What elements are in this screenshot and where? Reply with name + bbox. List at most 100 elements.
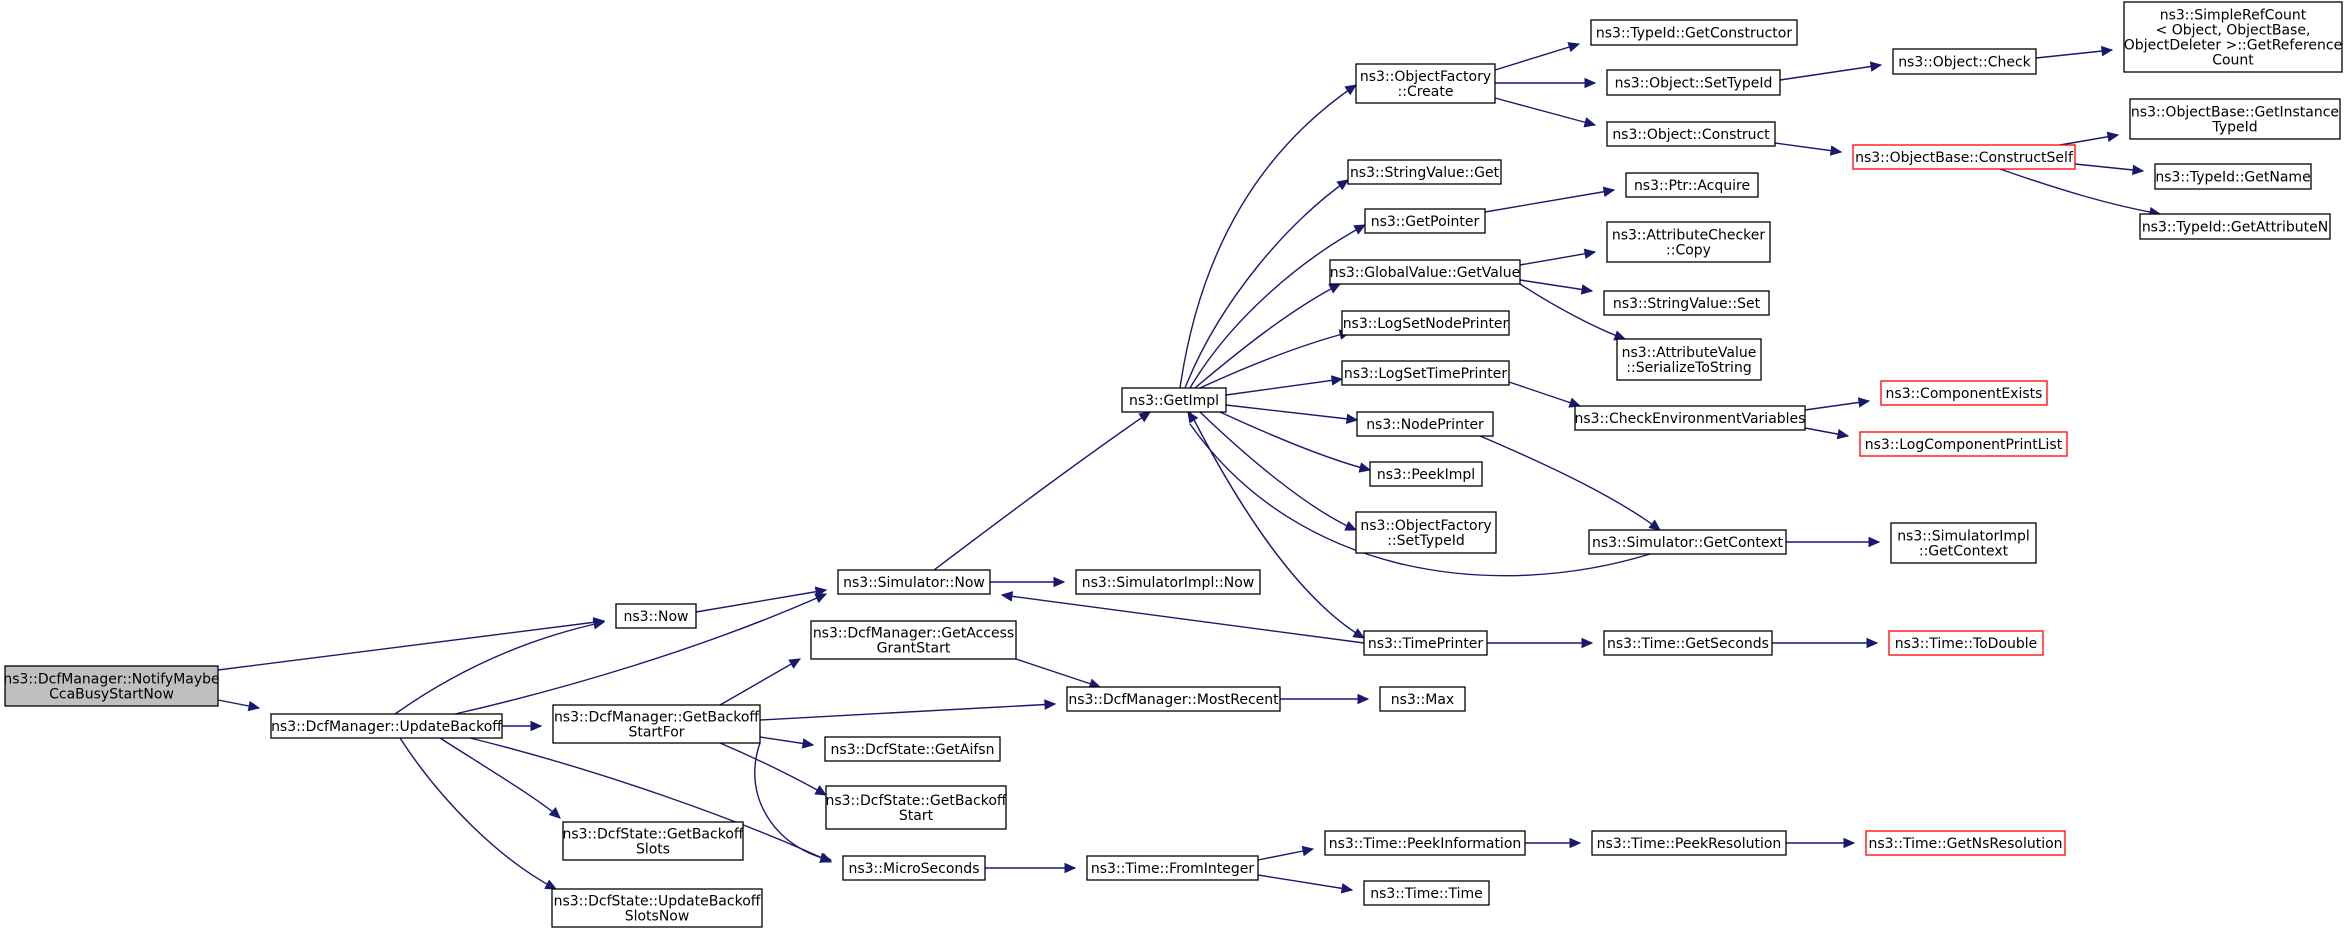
function-node-objfactcreate[interactable]: ns3::ObjectFactory::Create [1355, 63, 1496, 104]
function-node-nodeprinter[interactable]: ns3::NodePrinter [1356, 411, 1494, 437]
call-edge-updatebackoff-to-getbackoffslots [439, 737, 561, 819]
function-node-objcheck[interactable]: ns3::Object::Check [1892, 48, 2037, 75]
function-node-timegetseconds[interactable]: ns3::Time::GetSeconds [1603, 630, 1773, 656]
function-node-objsettypeid[interactable]: ns3::Object::SetTypeId [1606, 69, 1781, 96]
function-node-simplerefcount[interactable]: ns3::SimpleRefCount< Object, ObjectBase,… [2123, 1, 2343, 73]
function-node-typegetattrn[interactable]: ns3::TypeId::GetAttributeN [2139, 213, 2331, 240]
function-node-timetime[interactable]: ns3::Time::Time [1363, 880, 1490, 906]
function-node-gvgetvalue[interactable]: ns3::GlobalValue::GetValue [1329, 259, 1521, 285]
call-edge-objbaseconstruct-to-typegetname [2074, 163, 2145, 176]
edge-line [399, 737, 557, 890]
call-edge-getbackoffstartfor-to-getaccessgrant [719, 658, 802, 706]
edge-line [1494, 97, 1596, 126]
call-edge-getimpl-to-getpointer [1189, 224, 1367, 389]
call-edge-now-to-simnow [695, 586, 828, 613]
function-node-strvalget[interactable]: ns3::StringValue::Get [1347, 159, 1502, 185]
node-label-line: ns3::Object::SetTypeId [1615, 76, 1773, 92]
edge-line [1999, 168, 2161, 215]
node-label-line: ns3::Time::FromInteger [1091, 861, 1254, 877]
node-box [1590, 19, 1798, 46]
node-box [842, 855, 986, 881]
function-node-logsettime[interactable]: ns3::LogSetTimePrinter [1341, 360, 1510, 386]
function-node-objconstruct[interactable]: ns3::Object::Construct [1606, 121, 1776, 147]
node-label-line: ::SetTypeId [1387, 533, 1465, 549]
call-edge-updatebackoff-to-now [394, 619, 606, 715]
function-node-simimplnow[interactable]: ns3::SimulatorImpl::Now [1075, 569, 1261, 595]
arrowhead [1648, 519, 1661, 531]
arrowhead [1330, 375, 1344, 386]
node-box [1591, 830, 1787, 856]
node-label-line: ns3::SimpleRefCount [2160, 8, 2307, 24]
node-label-line: ns3::MicroSeconds [848, 861, 979, 877]
function-node-getimpl[interactable]: ns3::GetImpl [1121, 387, 1227, 413]
function-node-objfactsettype[interactable]: ns3::ObjectFactory::SetTypeId [1355, 511, 1497, 554]
function-node-strvalset[interactable]: ns3::StringValue::Set [1603, 290, 1770, 316]
arrowhead [1187, 410, 1199, 424]
function-node-getnsres[interactable]: ns3::Time::GetNsResolution [1865, 830, 2066, 856]
function-node-gettypeconstructor[interactable]: ns3::TypeId::GetConstructor [1590, 19, 1798, 46]
call-nodes: ns3::DcfManager::NotifyMaybeCcaBusyStart… [3, 1, 2343, 928]
arrowhead [1345, 413, 1359, 425]
call-edge-getimpl-to-gvgetvalue [1194, 283, 1342, 389]
function-node-mostrecent[interactable]: ns3::DcfManager::MostRecent [1066, 686, 1281, 712]
node-label-line: ns3::DcfManager::UpdateBackoff [271, 719, 502, 735]
node-label-line: ns3::Now [624, 609, 689, 625]
node-box [1324, 830, 1526, 856]
arrowhead [1581, 637, 1594, 649]
call-edge-objconstruct-to-objbaseconstruct [1774, 142, 1843, 156]
arrowhead [1138, 411, 1152, 423]
node-box [2154, 163, 2312, 190]
edge-line [933, 411, 1151, 571]
node-box [1616, 338, 1762, 381]
call-edge-simnow-to-getimpl [933, 411, 1152, 571]
function-node-typegetname[interactable]: ns3::TypeId::GetName [2154, 163, 2312, 190]
function-node-attrcheckcopy[interactable]: ns3::AttributeChecker::Copy [1606, 221, 1771, 263]
function-node-now[interactable]: ns3::Now [615, 603, 697, 629]
function-node-peekinfo[interactable]: ns3::Time::PeekInformation [1324, 830, 1526, 856]
function-node-simnow[interactable]: ns3::Simulator::Now [837, 569, 991, 595]
function-node-compexists[interactable]: ns3::ComponentExists [1880, 380, 2048, 406]
node-box [825, 785, 1007, 830]
call-edge-objsettypeid-to-objcheck [1779, 61, 1883, 81]
node-label-line: ObjectDeleter >::GetReference [2124, 38, 2342, 54]
node-label-line: ns3::LogComponentPrintList [1865, 437, 2063, 453]
call-edge-getimpl-to-objfactsettype [1199, 411, 1358, 531]
function-node-peekimpl[interactable]: ns3::PeekImpl [1369, 461, 1483, 487]
function-node-microseconds[interactable]: ns3::MicroSeconds [842, 855, 986, 881]
function-node-checkenv[interactable]: ns3::CheckEnvironmentVariables [1574, 405, 1806, 431]
node-label-line: Count [2212, 53, 2254, 69]
function-node-logsetnode[interactable]: ns3::LogSetNodePrinter [1341, 310, 1510, 336]
function-node-max[interactable]: ns3::Max [1379, 686, 1466, 712]
node-label-line: ns3::GlobalValue::GetValue [1330, 265, 1520, 281]
function-node-logcompprint[interactable]: ns3::LogComponentPrintList [1859, 431, 2068, 457]
function-node-attrvalser[interactable]: ns3::AttributeValue::SerializeToString [1616, 338, 1762, 381]
function-node-getaifsn[interactable]: ns3::DcfState::GetAifsn [824, 736, 1001, 762]
node-label-line: ::Create [1398, 84, 1454, 100]
node-label-line: ns3::Time::GetSeconds [1607, 636, 1769, 652]
function-node-updatebackoff[interactable]: ns3::DcfManager::UpdateBackoff [270, 713, 503, 739]
function-node-timeprinter[interactable]: ns3::TimePrinter [1363, 630, 1488, 656]
function-node-simgetcontext[interactable]: ns3::Simulator::GetContext [1588, 529, 1787, 555]
call-edge-timegetseconds-to-timetodouble [1772, 637, 1879, 649]
function-node-peekres[interactable]: ns3::Time::PeekResolution [1591, 830, 1787, 856]
node-label-line: ns3::ObjectFactory [1360, 69, 1491, 85]
function-node-fromint[interactable]: ns3::Time::FromInteger [1086, 855, 1259, 881]
function-node-timetodouble[interactable]: ns3::Time::ToDouble [1888, 630, 2044, 656]
function-node-getpointer[interactable]: ns3::GetPointer [1364, 208, 1486, 234]
function-node-simimplgetctx[interactable]: ns3::SimulatorImpl::GetContext [1890, 522, 2037, 564]
call-edge-microseconds-to-fromint [985, 862, 1077, 874]
function-node-ptracquire[interactable]: ns3::Ptr::Acquire [1625, 172, 1759, 198]
function-node-objbaseconstruct[interactable]: ns3::ObjectBase::ConstructSelf [1852, 144, 2076, 170]
function-node-notify[interactable]: ns3::DcfManager::NotifyMaybeCcaBusyStart… [3, 665, 220, 707]
call-edge-objbaseconstruct-to-typegetattrn [1999, 168, 2162, 218]
node-label-line: Start [899, 808, 934, 824]
edge-line [1199, 331, 1351, 389]
node-box [1347, 159, 1502, 185]
